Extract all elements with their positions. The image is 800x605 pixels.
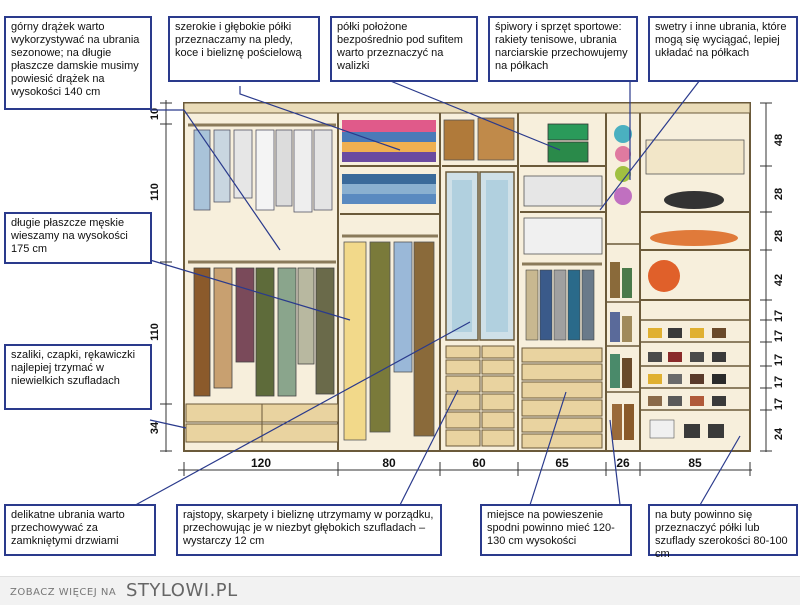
trousers [525, 269, 595, 341]
width-label-5: 26 [616, 456, 630, 470]
callout-sports: śpiwory i sprzęt sportowe: rakiety tenis… [488, 16, 638, 82]
drawers-section-4 [521, 347, 603, 449]
right-height-5: 17 [773, 310, 785, 322]
suitcases-shelf [442, 117, 518, 167]
footer-see-more: ZOBACZ WIĘCEJ NA [10, 587, 117, 598]
left-height-1: 10 [149, 108, 161, 120]
callout-delicate: delikatne ubrania warto przechowywać za … [4, 504, 156, 556]
right-height-7: 17 [773, 354, 785, 366]
right-height-labels: 48 28 28 42 17 17 17 17 17 24 [773, 134, 785, 440]
wardrobe-diagram: 120 80 60 65 26 85 10 110 110 34 48 [129, 79, 785, 509]
right-height-9: 17 [773, 398, 785, 410]
width-label-4: 65 [555, 456, 569, 470]
sports-boxes [520, 123, 606, 255]
narrow-column-items [606, 125, 640, 440]
callout-sweaters: swetry i inne ubrania, które mogą się wy… [648, 16, 798, 82]
upper-garments [193, 129, 333, 213]
drawers-section-1 [185, 403, 339, 443]
width-labels: 120 80 60 65 26 85 [251, 456, 702, 470]
width-label-2: 80 [382, 456, 396, 470]
leader-lines [129, 79, 741, 509]
callout-upper-rod: górny drążek warto wykorzystywać na ubra… [4, 16, 152, 110]
callout-hanging-space: miejsce na powieszenie spodni powinno mi… [480, 504, 632, 556]
left-height-2: 110 [149, 183, 161, 201]
callout-ceiling-shelves: półki położone bezpośrednio pod sufitem … [330, 16, 478, 82]
callout-mens-coats: długie płaszcze męskie wieszamy na wysok… [4, 212, 152, 264]
callout-deep-shelves: szerokie i głębokie półki przeznaczamy n… [168, 16, 320, 82]
sweater-shelves [640, 139, 750, 411]
blanket-shelves [340, 120, 440, 215]
lower-garments [193, 267, 335, 397]
width-label-1: 120 [251, 456, 271, 470]
right-height-1: 48 [773, 134, 785, 146]
left-height-4: 34 [149, 421, 161, 434]
width-label-3: 60 [472, 456, 486, 470]
glass-doors [445, 171, 515, 341]
footer-bar: ZOBACZ WIĘCEJ NA STYLOWI.PL [0, 576, 800, 605]
width-dimension-lines [178, 462, 752, 476]
callout-tights: rajstopy, skarpety i bieliznę utrzymamy … [176, 504, 442, 556]
right-height-6: 17 [773, 330, 785, 342]
left-dimension-lines [160, 100, 172, 452]
right-dimension-lines [760, 102, 772, 452]
footer-brand-link[interactable]: STYLOWI.PL [126, 580, 238, 601]
shoes [648, 328, 726, 439]
long-coats [343, 241, 435, 441]
left-height-3: 110 [149, 323, 161, 341]
right-height-4: 42 [773, 274, 785, 286]
callout-shoes: na buty powinno się przeznaczyć półki lu… [648, 504, 798, 560]
wardrobe-top [183, 102, 751, 114]
left-height-labels: 10 110 110 34 [149, 108, 161, 434]
right-height-2: 28 [773, 188, 785, 200]
right-height-3: 28 [773, 230, 785, 242]
right-height-10: 24 [773, 427, 785, 440]
small-drawers-section-3 [445, 345, 515, 447]
width-label-6: 85 [688, 456, 702, 470]
callout-scarves: szaliki, czapki, rękawiczki najlepiej tr… [4, 344, 152, 410]
right-height-8: 17 [773, 376, 785, 388]
